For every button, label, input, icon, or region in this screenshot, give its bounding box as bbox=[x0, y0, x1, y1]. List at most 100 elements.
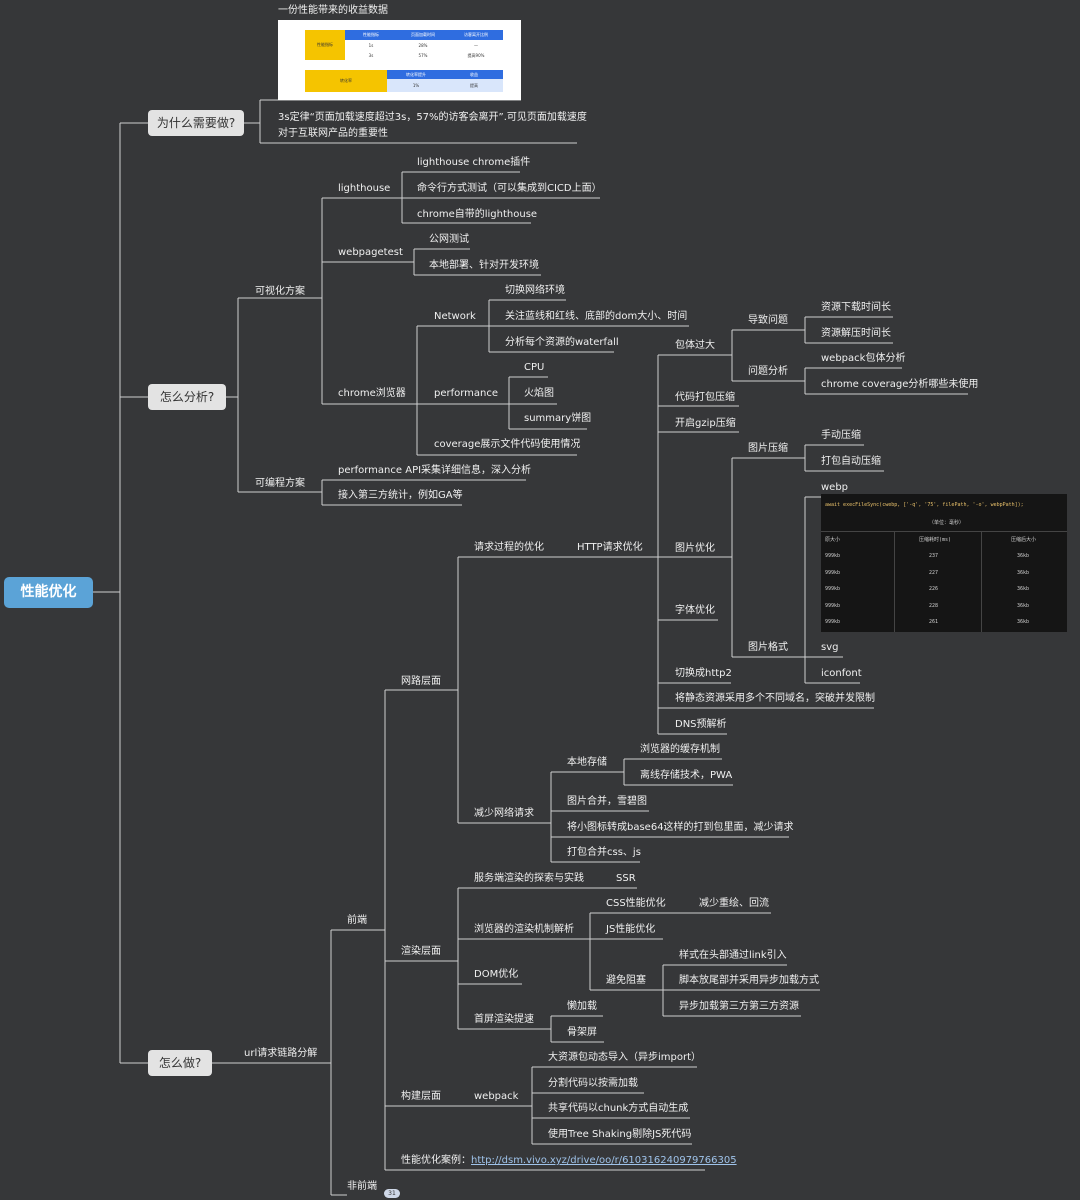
webp-benchmark-table: await execFileSync(cwebp, ['-q', '75', f… bbox=[821, 494, 1067, 632]
webpagetest-item[interactable]: 公网测试 bbox=[429, 234, 469, 245]
webp-cell: 36kb bbox=[1017, 619, 1030, 625]
webp-cell: 261 bbox=[929, 619, 939, 625]
root-node[interactable]: 性能优化 bbox=[4, 577, 93, 608]
ssr-node[interactable]: SSR bbox=[616, 873, 636, 884]
first-screen-item[interactable]: 骨架屏 bbox=[567, 1027, 597, 1038]
webpack-item[interactable]: 分割代码以按需加载 bbox=[548, 1078, 638, 1089]
gzip-node[interactable]: 开启gzip压缩 bbox=[675, 418, 736, 429]
problem-item[interactable]: chrome coverage分析哪些未使用 bbox=[821, 379, 979, 390]
webpagetest-node[interactable]: webpagetest bbox=[338, 247, 403, 258]
benefit-left-block-2 bbox=[305, 70, 387, 92]
network-item[interactable]: 分析每个资源的waterfall bbox=[505, 337, 619, 348]
performance-item[interactable]: CPU bbox=[524, 362, 545, 373]
chrome-node[interactable]: chrome浏览器 bbox=[338, 388, 406, 399]
webpack-item[interactable]: 使用Tree Shaking剔除JS死代码 bbox=[548, 1129, 692, 1140]
lighthouse-item[interactable]: chrome自带的lighthouse bbox=[417, 209, 538, 220]
frontend-node[interactable]: 前端 bbox=[347, 915, 367, 926]
ssr-explore-node[interactable]: 服务端渲染的探索与实践 bbox=[474, 873, 584, 884]
performance-item[interactable]: summary饼图 bbox=[524, 413, 592, 424]
analyze-node[interactable]: 怎么分析? bbox=[148, 384, 226, 410]
lighthouse-item[interactable]: lighthouse chrome插件 bbox=[417, 157, 531, 168]
webp-node[interactable]: webp bbox=[821, 482, 849, 493]
code-compress-node[interactable]: 代码打包压缩 bbox=[675, 392, 735, 403]
network-item[interactable]: 关注蓝线和红线、底部的dom大小、时间 bbox=[505, 311, 688, 322]
first-screen-item[interactable]: 懒加载 bbox=[567, 1001, 597, 1012]
collapsed-count-badge[interactable]: 31 bbox=[384, 1189, 400, 1198]
cause-item[interactable]: 资源下载时间长 bbox=[821, 302, 891, 313]
webp-h0: 原大小 bbox=[825, 537, 841, 543]
dns-node[interactable]: DNS预解析 bbox=[675, 719, 727, 730]
network-node[interactable]: Network bbox=[434, 311, 476, 322]
webpack-item[interactable]: 共享代码以chunk方式自动生成 bbox=[548, 1103, 689, 1114]
font-opt-node[interactable]: 字体优化 bbox=[675, 605, 715, 616]
reduce-item[interactable]: 打包合并css、js bbox=[567, 847, 641, 858]
benefit-r0c2: — bbox=[474, 43, 478, 48]
local-storage-item[interactable]: 浏览器的缓存机制 bbox=[640, 744, 720, 755]
reduce-item[interactable]: 将小图标转成base64这样的打到包里面，减少请求 bbox=[567, 822, 794, 833]
image-compress-item[interactable]: 手动压缩 bbox=[821, 430, 861, 441]
webpack-item[interactable]: 大资源包动态导入（异步import） bbox=[548, 1052, 702, 1063]
benefit-footer-row bbox=[387, 79, 503, 92]
prog-item[interactable]: 接入第三方统计，例如GA等 bbox=[338, 490, 463, 501]
nonfrontend-node[interactable]: 非前端 bbox=[347, 1181, 377, 1192]
lighthouse-node[interactable]: lighthouse bbox=[338, 183, 391, 194]
avoid-block-item[interactable]: 样式在头部通过link引入 bbox=[679, 950, 787, 961]
why-node[interactable]: 为什么需要做? bbox=[148, 110, 244, 136]
avoid-block-item[interactable]: 异步加载第三方第三方资源 bbox=[679, 1001, 799, 1012]
network-item[interactable]: 切换网络环境 bbox=[505, 285, 565, 296]
webp-cell: 999kb bbox=[825, 586, 841, 592]
dom-opt-node[interactable]: DOM优化 bbox=[474, 969, 519, 980]
reduce-req-node[interactable]: 减少网络请求 bbox=[474, 808, 534, 819]
benefit-caption: 一份性能带来的收益数据 bbox=[278, 5, 388, 16]
lighthouse-item[interactable]: 命令行方式测试（可以集成到CICD上面） bbox=[417, 183, 602, 194]
avoid-block-node[interactable]: 避免阻塞 bbox=[606, 975, 646, 986]
image-format-node[interactable]: 图片格式 bbox=[748, 642, 788, 653]
benefit-r0c1: 28% bbox=[418, 43, 428, 48]
svg-node[interactable]: svg bbox=[821, 642, 839, 653]
http-opt-node[interactable]: HTTP请求优化 bbox=[577, 542, 643, 553]
cause-item[interactable]: 资源解压时间长 bbox=[821, 328, 891, 339]
render-mechanism-node[interactable]: 浏览器的渲染机制解析 bbox=[474, 924, 574, 935]
webp-cell: 226 bbox=[929, 586, 939, 592]
url-chain-node[interactable]: url请求链路分解 bbox=[244, 1048, 318, 1059]
local-storage-item[interactable]: 离线存储技术，PWA bbox=[640, 770, 733, 781]
problem-analysis-node[interactable]: 问题分析 bbox=[748, 366, 788, 377]
avoid-block-item[interactable]: 脚本放尾部并采用异步加载方式 bbox=[679, 975, 819, 986]
js-opt-node[interactable]: JS性能优化 bbox=[606, 924, 656, 935]
problem-item[interactable]: webpack包体分析 bbox=[821, 353, 906, 364]
css-opt-node[interactable]: CSS性能优化 bbox=[606, 898, 666, 909]
http2-node[interactable]: 切换成http2 bbox=[675, 668, 732, 679]
webpack-node[interactable]: webpack bbox=[474, 1091, 519, 1102]
performance-item[interactable]: 火焰图 bbox=[524, 388, 554, 399]
image-compress-item[interactable]: 打包自动压缩 bbox=[821, 456, 881, 467]
programmatic-plan[interactable]: 可编程方案 bbox=[255, 478, 305, 489]
benefit-footer-header bbox=[387, 70, 503, 79]
benefit-left-label-2: 转化率 bbox=[340, 78, 352, 83]
iconfont-node[interactable]: iconfont bbox=[821, 668, 862, 679]
first-screen-node[interactable]: 首屏渲染提速 bbox=[474, 1014, 534, 1025]
bundle-big-node[interactable]: 包体过大 bbox=[675, 340, 715, 351]
benefit-h2: 访客离开比例 bbox=[464, 32, 488, 37]
request-opt-node[interactable]: 请求过程的优化 bbox=[474, 542, 544, 553]
do-node[interactable]: 怎么做? bbox=[148, 1050, 212, 1076]
image-opt-node[interactable]: 图片优化 bbox=[675, 543, 715, 554]
build-layer-node[interactable]: 构建层面 bbox=[401, 1091, 441, 1102]
case-link[interactable]: http://dsm.vivo.xyz/drive/oo/r/610316240… bbox=[471, 1155, 737, 1166]
local-storage-node[interactable]: 本地存储 bbox=[567, 757, 607, 768]
webp-caption: （单位：毫秒） bbox=[929, 520, 965, 526]
visual-plan[interactable]: 可视化方案 bbox=[255, 286, 305, 297]
render-layer-node[interactable]: 渲染层面 bbox=[401, 946, 441, 957]
image-compress-node[interactable]: 图片压缩 bbox=[748, 443, 788, 454]
multi-domain-node[interactable]: 将静态资源采用多个不同域名，突破并发限制 bbox=[675, 693, 875, 704]
network-layer-node[interactable]: 网路层面 bbox=[401, 676, 441, 687]
performance-node[interactable]: performance bbox=[434, 388, 499, 399]
reduce-item[interactable]: 图片合并，雪碧图 bbox=[567, 796, 647, 807]
benefit-f1: 收益 bbox=[470, 72, 478, 77]
case-node[interactable]: 性能优化案例：http://dsm.vivo.xyz/drive/oo/r/61… bbox=[401, 1155, 737, 1167]
reflow-node[interactable]: 减少重绘、回流 bbox=[699, 898, 769, 909]
webp-cell: 36kb bbox=[1017, 553, 1030, 559]
prog-item[interactable]: performance API采集详细信息，深入分析 bbox=[338, 465, 532, 476]
coverage-node[interactable]: coverage展示文件代码使用情况 bbox=[434, 439, 581, 450]
webpagetest-item[interactable]: 本地部署、针对开发环境 bbox=[429, 260, 539, 271]
cause-node[interactable]: 导致问题 bbox=[748, 315, 788, 326]
